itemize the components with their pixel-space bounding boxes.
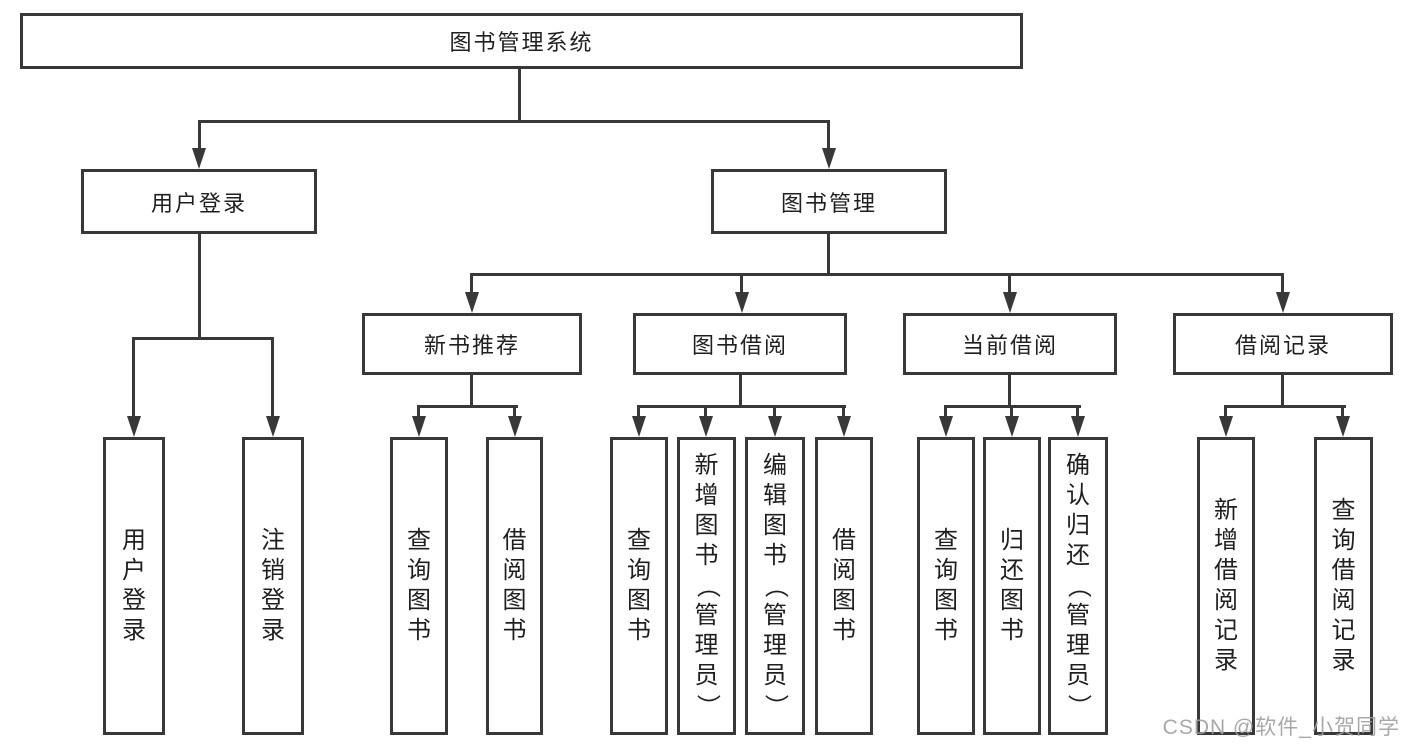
node-label: 归还图书: [1000, 527, 1024, 644]
node-label: 确认归还（管理员）: [1065, 452, 1092, 718]
node-label: 图书管理系统: [449, 30, 594, 55]
node-label: 查询图书: [407, 527, 431, 644]
node-label: 图书借阅: [691, 333, 788, 358]
connector-line: [1010, 405, 1013, 418]
arrow-down-icon: [412, 416, 426, 437]
connector-line: [271, 337, 274, 416]
arrow-down-icon: [768, 416, 782, 437]
node-label: 新增借阅记录: [1214, 497, 1238, 674]
node-label: 查询图书: [934, 527, 958, 644]
node-label: 借阅记录: [1234, 333, 1331, 358]
arrow-down-icon: [939, 416, 953, 437]
arrow-down-icon: [1219, 416, 1233, 437]
connector-line: [827, 234, 830, 273]
leaf-borrow-books-borrowing: 借阅图书: [815, 437, 873, 735]
arrow-down-icon: [1071, 416, 1085, 437]
node-borrowing-records: 借阅记录: [1173, 313, 1393, 375]
node-label: 查询图书: [627, 527, 651, 644]
arrow-down-icon: [735, 292, 749, 313]
node-user-login: 用户登录: [81, 169, 317, 234]
leaf-query-borrowing-record: 查询借阅记录: [1314, 437, 1373, 735]
arrow-down-icon: [632, 416, 646, 437]
arrow-down-icon: [508, 416, 522, 437]
node-label: 图书管理: [780, 190, 877, 216]
connector-line: [1224, 405, 1346, 408]
connector-line: [740, 273, 743, 295]
leaf-confirm-return-admin: 确认归还（管理员）: [1048, 437, 1108, 735]
connector-line: [198, 120, 201, 150]
connector-line: [1224, 405, 1227, 418]
leaf-query-books-borrowing: 查询图书: [610, 437, 668, 735]
connector-line: [842, 405, 845, 418]
node-label: 新增图书（管理员）: [693, 452, 721, 718]
leaf-query-books-recommendation: 查询图书: [390, 437, 448, 735]
connector-line: [637, 405, 640, 418]
arrow-down-icon: [192, 148, 206, 169]
connector-line: [1008, 273, 1011, 295]
node-label: 新书推荐: [423, 333, 520, 358]
node-label: 编辑图书（管理员）: [762, 452, 789, 718]
node-label: 借阅图书: [502, 527, 527, 644]
node-label: 用户登录: [150, 190, 247, 216]
connector-line: [1076, 405, 1079, 418]
leaf-logout: 注销登录: [242, 437, 304, 735]
leaf-edit-books-admin: 编辑图书（管理员）: [745, 437, 805, 735]
leaf-add-borrowing-record: 新增借阅记录: [1197, 437, 1255, 735]
node-label: 用户登录: [122, 527, 146, 644]
arrow-down-icon: [465, 292, 479, 313]
csdn-watermark: CSDN @软件_小贺同学: [1162, 716, 1400, 739]
connector-line: [1341, 405, 1344, 418]
connector-line: [773, 405, 776, 418]
leaf-query-books-current: 查询图书: [917, 437, 975, 735]
node-current-borrowing: 当前借阅: [903, 313, 1117, 375]
arrow-down-icon: [1005, 416, 1019, 437]
leaf-add-books-admin: 新增图书（管理员）: [677, 437, 736, 735]
arrow-down-icon: [1336, 416, 1350, 437]
connector-line: [132, 337, 274, 340]
leaf-return-books: 归还图书: [983, 437, 1041, 735]
connector-line: [132, 337, 135, 416]
connector-line: [1281, 375, 1284, 405]
connector-line: [739, 375, 742, 405]
node-book-borrowing: 图书借阅: [633, 313, 847, 375]
connector-line: [827, 120, 830, 150]
connector-line: [518, 69, 521, 120]
arrow-down-icon: [127, 416, 141, 437]
node-label: 注销登录: [261, 527, 285, 644]
connector-line: [1281, 273, 1284, 295]
node-label: 查询借阅记录: [1331, 497, 1356, 674]
node-label: 借阅图书: [832, 527, 856, 644]
connector-line: [470, 273, 473, 295]
leaf-borrow-books-recommendation: 借阅图书: [486, 437, 543, 735]
connector-line: [198, 234, 201, 337]
connector-line: [470, 273, 1284, 276]
arrow-down-icon: [1003, 292, 1017, 313]
node-book-management: 图书管理: [711, 169, 947, 234]
node-label: 当前借阅: [961, 333, 1058, 358]
connector-line: [470, 375, 473, 405]
arrow-down-icon: [822, 148, 836, 169]
connector-line: [944, 405, 947, 418]
arrow-down-icon: [1276, 292, 1290, 313]
arrow-down-icon: [837, 416, 851, 437]
arrow-down-icon: [699, 416, 713, 437]
connector-line: [704, 405, 707, 418]
leaf-user-login: 用户登录: [103, 437, 165, 735]
connector-line: [417, 405, 518, 408]
node-new-book-recommendation: 新书推荐: [362, 313, 582, 375]
connector-line: [637, 405, 846, 408]
arrow-down-icon: [266, 416, 280, 437]
connector-line: [1008, 375, 1011, 405]
connector-line: [417, 405, 420, 418]
node-library-management-system: 图书管理系统: [20, 13, 1023, 69]
connector-line: [198, 120, 830, 123]
connector-line: [513, 405, 516, 418]
